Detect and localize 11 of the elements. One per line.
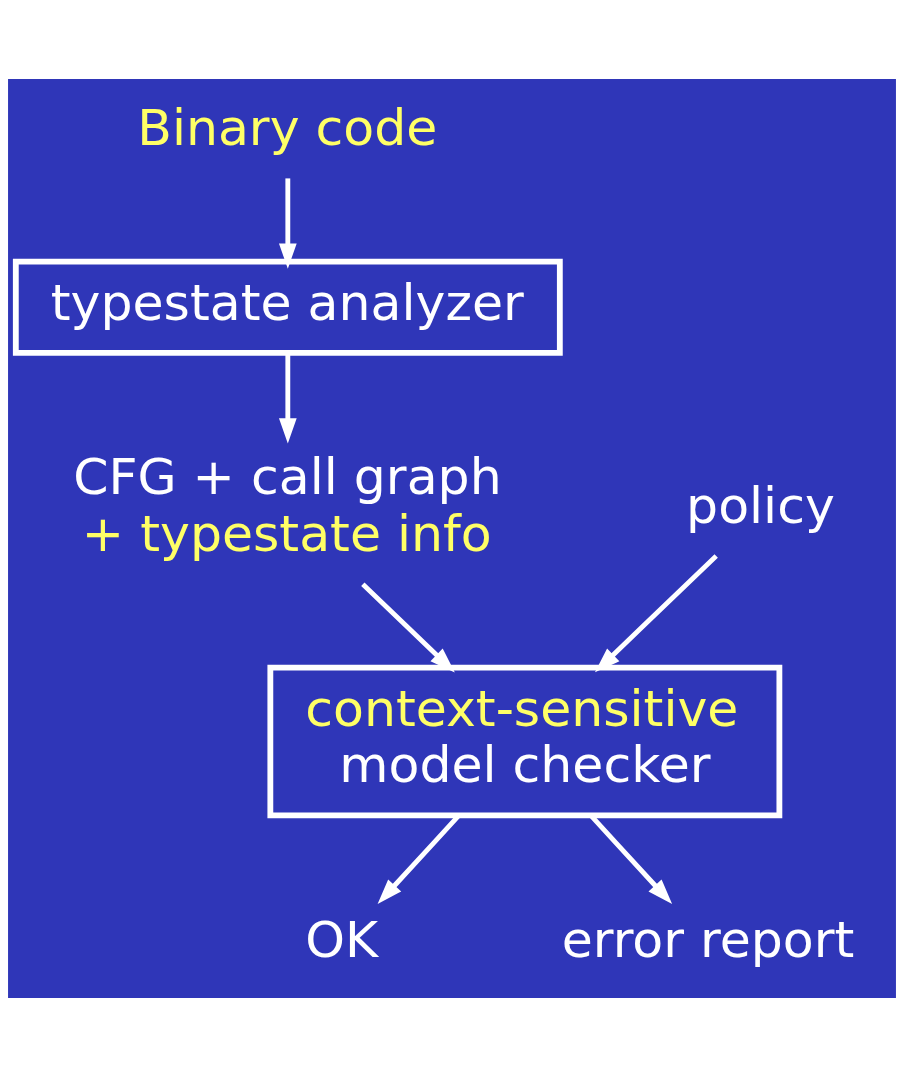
node-text: error report [561,909,855,969]
node-text: OK [305,909,379,969]
arrow [278,353,297,444]
node-text: Binary code [137,97,438,157]
arrow [361,582,455,673]
node-text: policy [686,475,835,535]
arrow [594,554,718,673]
node-box: context-sensitive model checker [267,664,783,819]
node-text: CFG + call graph + typestate info [73,447,502,563]
node-box: typestate analyzer [12,258,563,356]
arrow [278,178,297,269]
